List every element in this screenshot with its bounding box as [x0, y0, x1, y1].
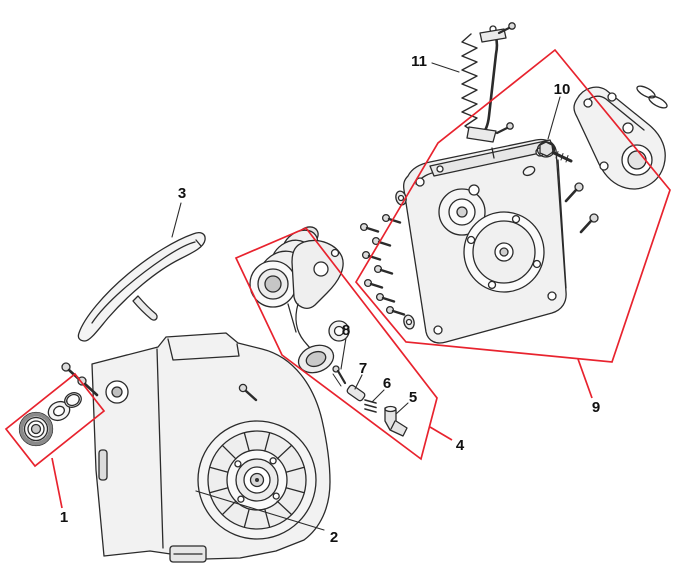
- callout-5: 5: [409, 389, 417, 406]
- leader-line-11: [431, 62, 460, 73]
- red-leader-line-9: [577, 358, 593, 399]
- side-cover-plate-drawing: [564, 85, 668, 234]
- part-9-crankcase-drawing: [359, 138, 567, 344]
- black-leader-lines: [171, 62, 561, 531]
- callout-3: 3: [178, 185, 186, 202]
- callout-10: 10: [554, 81, 571, 98]
- leader-line-10: [547, 96, 561, 140]
- callout-labels: 1 2 3 4 5 6 7 8 9 10 11: [60, 53, 600, 546]
- crankcase-screws: [359, 213, 406, 316]
- leader-line-7: [354, 374, 363, 390]
- highlight-outline-group-4: [234, 226, 438, 461]
- part-8-screw-clip-drawing: [332, 365, 347, 387]
- part-2-motor-housing-drawing: [61, 332, 331, 563]
- part-3-cover-plate-drawing: [77, 232, 206, 342]
- fan-face: [197, 420, 317, 540]
- highlight-outline-group-1: [4, 372, 106, 468]
- part-1-bearing-set-drawing: [18, 392, 82, 447]
- callout-4: 4: [456, 437, 465, 454]
- leader-line-5: [395, 402, 409, 415]
- callout-2: 2: [330, 529, 338, 546]
- red-leader-line-4: [429, 426, 453, 441]
- side-cover-screws: [564, 182, 599, 234]
- part-10-flange-bolt-drawing: [522, 141, 573, 177]
- part-7-spacer-drawing: [346, 384, 366, 402]
- leader-line-8: [340, 337, 347, 370]
- part-5-elbow-fitting-drawing: [384, 405, 408, 437]
- line-art-layer: [18, 22, 668, 563]
- intake-manifold-drawing: [249, 226, 350, 374]
- leader-line-3: [171, 202, 182, 238]
- part-6-spring-drawing: [364, 399, 377, 413]
- callout-6: 6: [383, 375, 391, 392]
- highlight-layer: [4, 48, 671, 509]
- callout-11: 11: [411, 53, 427, 70]
- part-11-spring-rod-drawing: [461, 22, 516, 143]
- leader-line-6: [371, 389, 385, 403]
- fastener-parts-5-6-7-8: [332, 365, 408, 437]
- highlight-outline-group-9: [354, 48, 671, 363]
- callout-7: 7: [359, 360, 367, 377]
- red-leader-line-1: [51, 457, 63, 509]
- callout-9: 9: [592, 399, 600, 416]
- leader-line-2: [195, 490, 325, 531]
- callout-1: 1: [60, 509, 68, 526]
- callout-8: 8: [342, 322, 350, 339]
